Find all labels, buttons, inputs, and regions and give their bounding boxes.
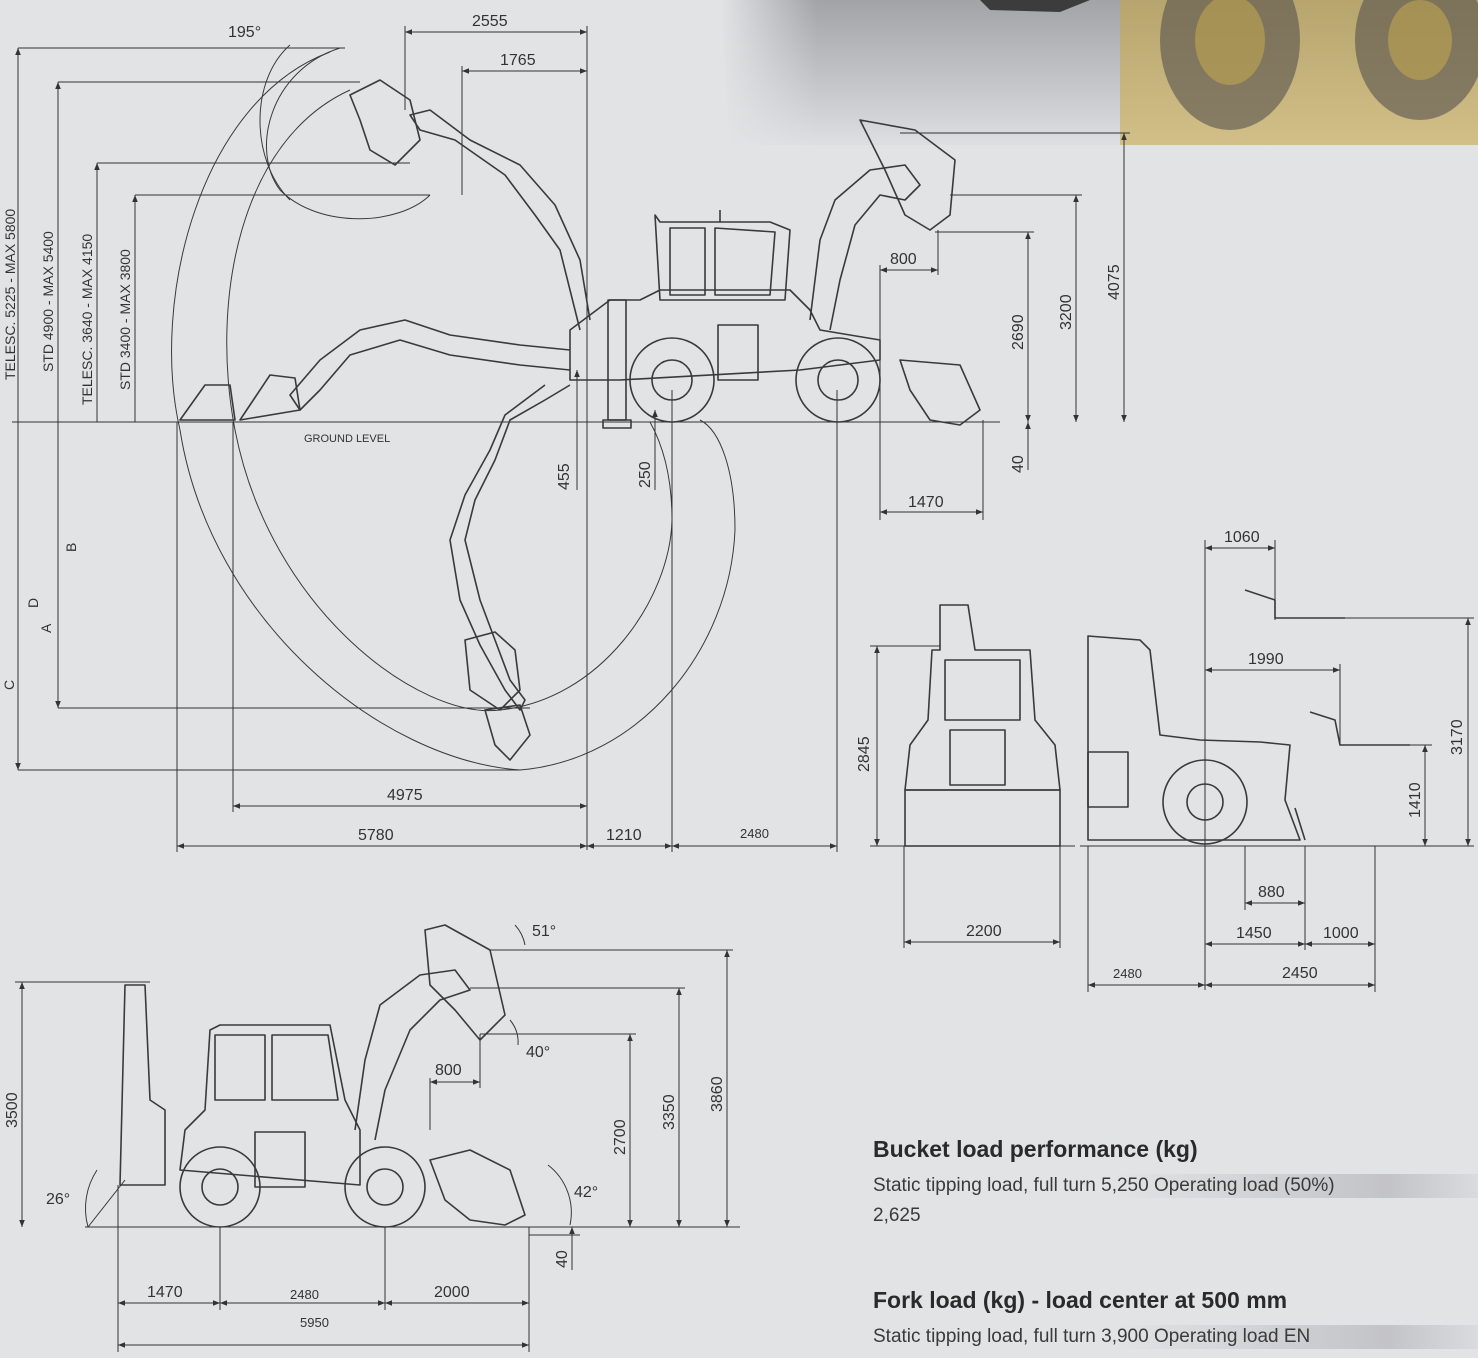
height-label: 3860 xyxy=(709,1076,726,1112)
fork-dim-label: 1060 xyxy=(1224,529,1260,546)
depth-letter: D xyxy=(25,598,41,608)
front-width-label: 2200 xyxy=(966,923,1002,940)
bucket-load-section: Bucket load performance (kg) Static tipp… xyxy=(873,1136,1478,1231)
bottom-dim-label: 2480 xyxy=(290,1287,319,1302)
dig-depth-label: 455 xyxy=(556,463,573,490)
fork-dim-label: 3170 xyxy=(1449,719,1466,755)
bottom-dim-label: 1470 xyxy=(147,1284,183,1301)
side-view: 195° 2555 1765 TELESC. 5225 - MAX 5800 S… xyxy=(1,13,1130,852)
height-label: 3500 xyxy=(4,1092,21,1128)
bottom-dim-label: 2480 xyxy=(740,826,769,841)
front-view: 2845 2200 xyxy=(856,604,1075,948)
bucket-load-text: Static tipping load, full turn 5,250 Ope… xyxy=(873,1171,1343,1231)
machine-photo xyxy=(720,0,1478,145)
height-label: 40 xyxy=(554,1250,571,1268)
angle-label: 51° xyxy=(532,923,556,940)
front-height-label: 2845 xyxy=(856,736,873,772)
fork-dim-label: 2450 xyxy=(1282,965,1318,982)
angle-label: 42° xyxy=(574,1184,598,1201)
fork-load-text: Static tipping load, full turn 3,900 Ope… xyxy=(873,1322,1473,1352)
fork-dim-label: 2480 xyxy=(1113,966,1142,981)
angle-label: 26° xyxy=(46,1191,70,1208)
bottom-dim-label: 4975 xyxy=(387,787,423,804)
bucket-load-title: Bucket load performance (kg) xyxy=(873,1136,1198,1162)
reach-label: 2555 xyxy=(472,13,508,30)
fork-dim-label: 1990 xyxy=(1248,651,1284,668)
height-label: 3350 xyxy=(661,1094,678,1130)
loader-view: 51° 40° 42° 26° 3500 2700 3350 3860 40 8… xyxy=(4,923,740,1352)
fork-load-title: Fork load (kg) - load center at 500 mm xyxy=(873,1287,1288,1313)
angle-label: 40° xyxy=(526,1044,550,1061)
fork-view: 1060 1990 3170 1410 880 1450 1000 2480 2… xyxy=(1080,529,1474,992)
swing-angle-label: 195° xyxy=(228,24,261,41)
depth-letter: A xyxy=(38,623,54,633)
ground-level-label: GROUND LEVEL xyxy=(304,433,390,445)
height-label: STD 4900 - MAX 5400 xyxy=(40,231,56,372)
reach-label: 1765 xyxy=(500,52,536,69)
height-label: TELESC. 5225 - MAX 5800 xyxy=(2,209,18,380)
stabilizer-depth-label: 250 xyxy=(637,461,654,488)
height-label: TELESC. 3640 - MAX 4150 xyxy=(79,234,95,405)
fork-load-section: Fork load (kg) - load center at 500 mm S… xyxy=(873,1287,1478,1352)
height-label: STD 3400 - MAX 3800 xyxy=(117,249,133,390)
fork-dim-label: 1450 xyxy=(1236,925,1272,942)
bottom-dim-label: 5950 xyxy=(300,1315,329,1330)
fork-dim-label: 1000 xyxy=(1323,925,1359,942)
depth-letter: C xyxy=(1,680,17,690)
front-dim-label: 4075 xyxy=(1106,264,1123,300)
front-dim-label: 40 xyxy=(1010,455,1027,473)
depth-letter: B xyxy=(63,543,79,552)
bottom-dim-label: 2000 xyxy=(434,1284,470,1301)
reach-label: 800 xyxy=(435,1062,462,1079)
bottom-dim-label: 5780 xyxy=(358,827,394,844)
fork-dim-label: 1410 xyxy=(1407,782,1424,818)
height-label: 2700 xyxy=(612,1119,629,1155)
fork-dim-label: 880 xyxy=(1258,884,1285,901)
bottom-dim-label: 1210 xyxy=(606,827,642,844)
front-dim-label: 800 xyxy=(890,251,917,268)
front-dim-label: 1470 xyxy=(908,494,944,511)
front-dim-label: 3200 xyxy=(1058,294,1075,330)
front-dim-label: 2690 xyxy=(1010,314,1027,350)
